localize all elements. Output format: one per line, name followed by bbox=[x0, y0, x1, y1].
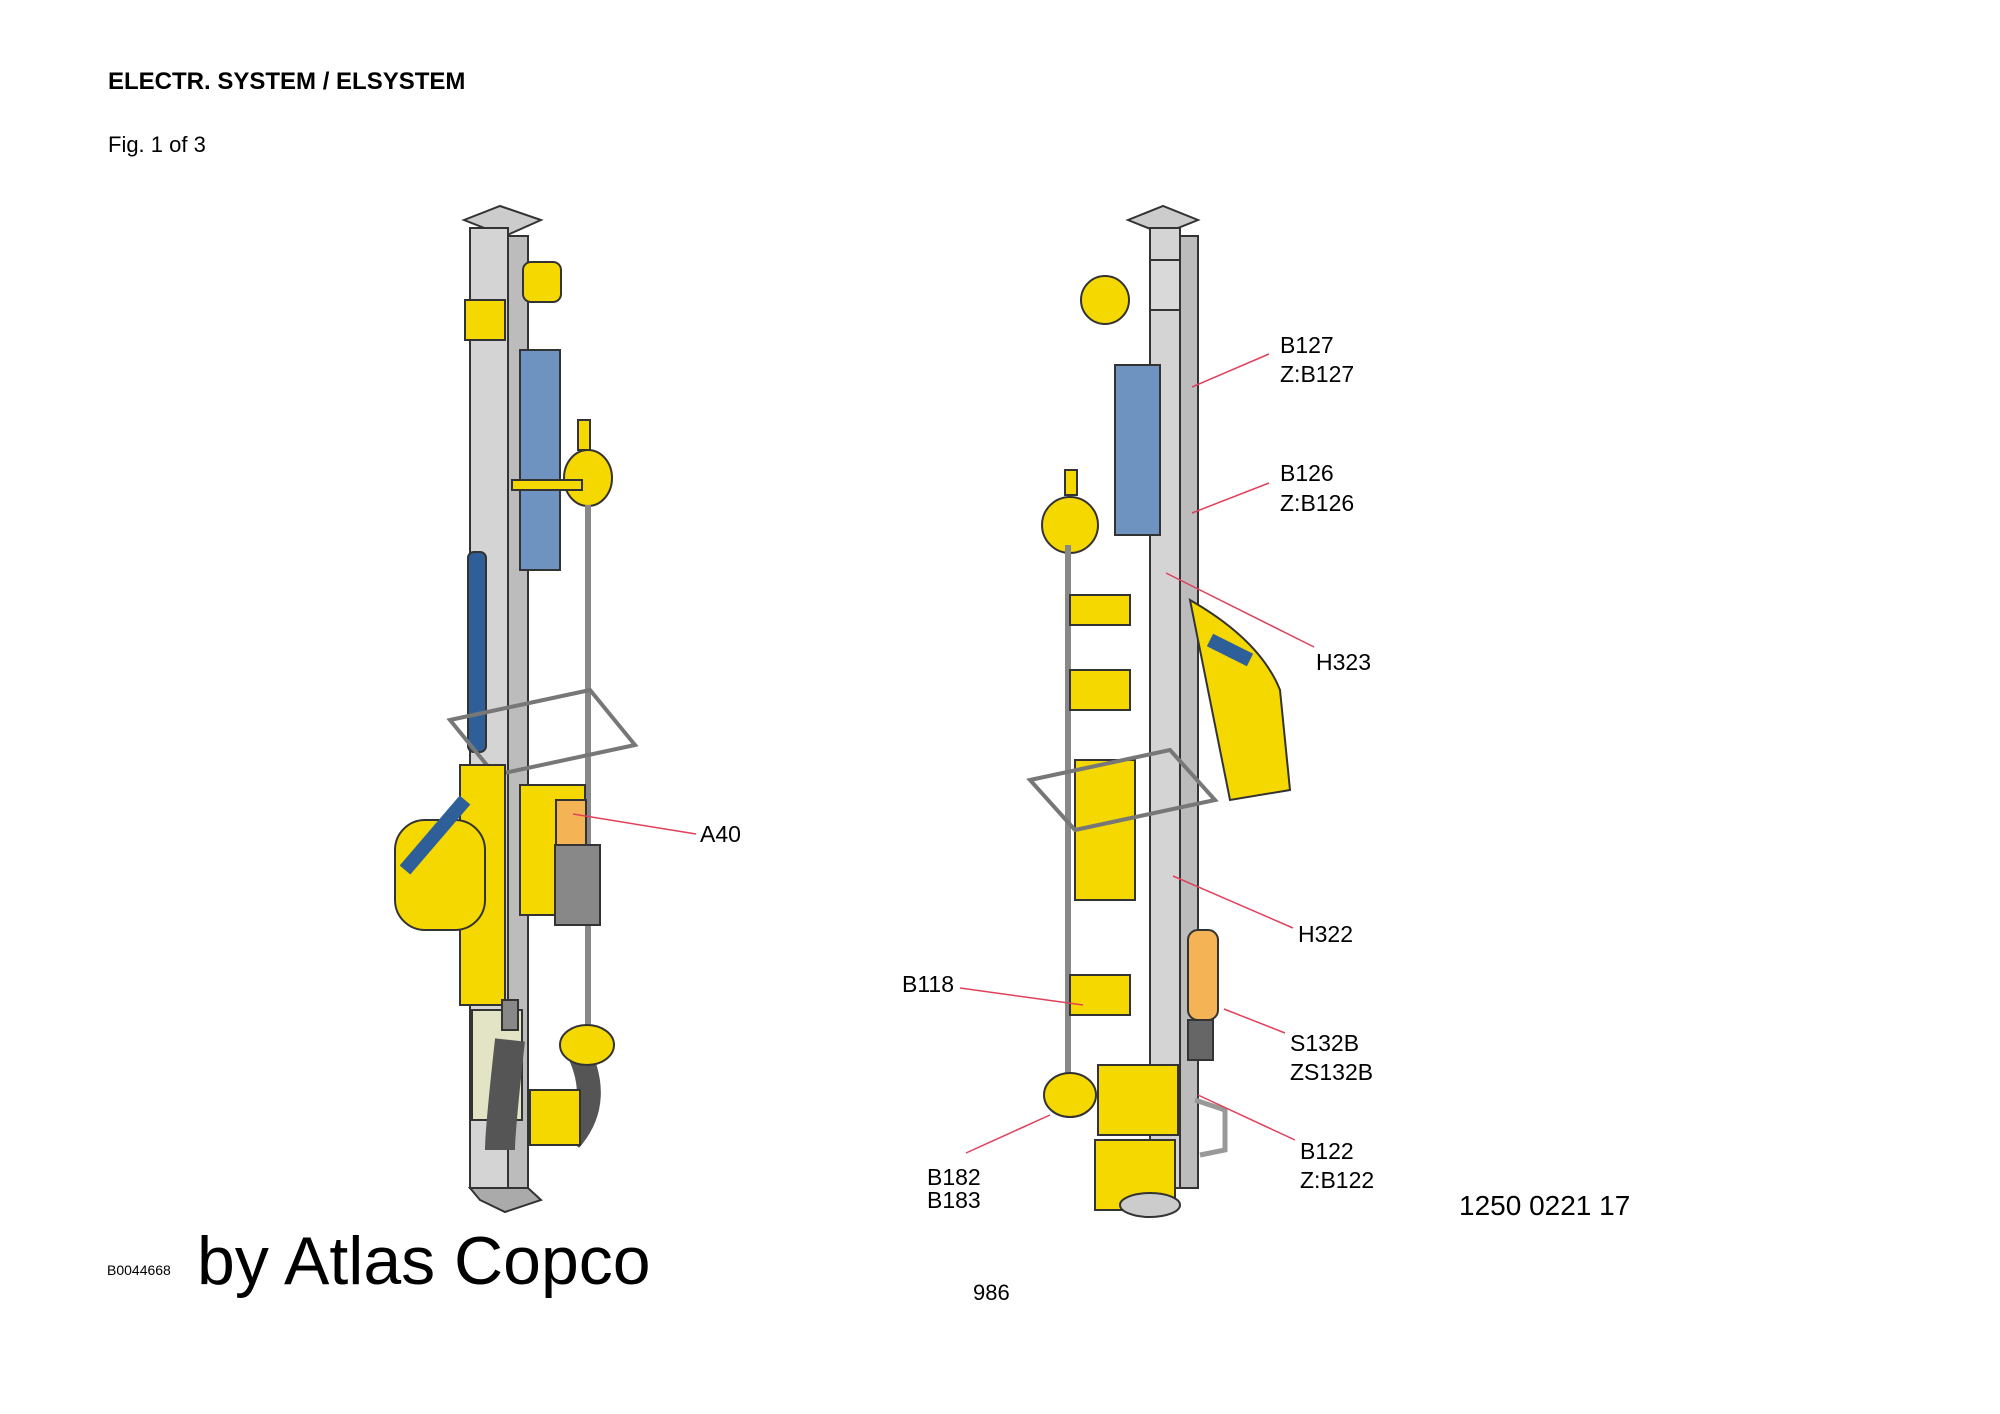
callout-zs132b: ZS132B bbox=[1290, 1059, 1374, 1085]
right-feed-assembly bbox=[1026, 204, 1292, 1218]
callout-b127: B127 bbox=[1280, 332, 1334, 358]
document-number: 1250 0221 17 bbox=[1459, 1190, 1631, 1221]
watermark: by Atlas Copco bbox=[197, 1223, 651, 1299]
callout-b183: B183 bbox=[927, 1187, 981, 1213]
callout-zb126: Z:B126 bbox=[1280, 490, 1355, 516]
callout-zb127: Z:B127 bbox=[1280, 361, 1355, 387]
callout-b126: B126 bbox=[1280, 460, 1334, 486]
page-number: 986 bbox=[973, 1280, 1010, 1305]
callout-h322: H322 bbox=[1298, 921, 1353, 947]
callout-a40: A40 bbox=[700, 821, 741, 847]
figure-number: Fig. 1 of 3 bbox=[108, 132, 206, 157]
callout-h323: H323 bbox=[1316, 649, 1371, 675]
page-title: ELECTR. SYSTEM / ELSYSTEM bbox=[108, 68, 466, 95]
image-id: B0044668 bbox=[107, 1262, 171, 1278]
callout-s132b: S132B bbox=[1290, 1030, 1360, 1056]
leader-a40 bbox=[572, 813, 697, 835]
left-feed-assembly bbox=[394, 204, 639, 1214]
leader-lines bbox=[959, 353, 1315, 1154]
callout-b182: B182 bbox=[927, 1164, 981, 1190]
callout-b118: B118 bbox=[902, 971, 955, 997]
callout-zb122: Z:B122 bbox=[1300, 1167, 1375, 1193]
callout-b122: B122 bbox=[1300, 1138, 1354, 1164]
